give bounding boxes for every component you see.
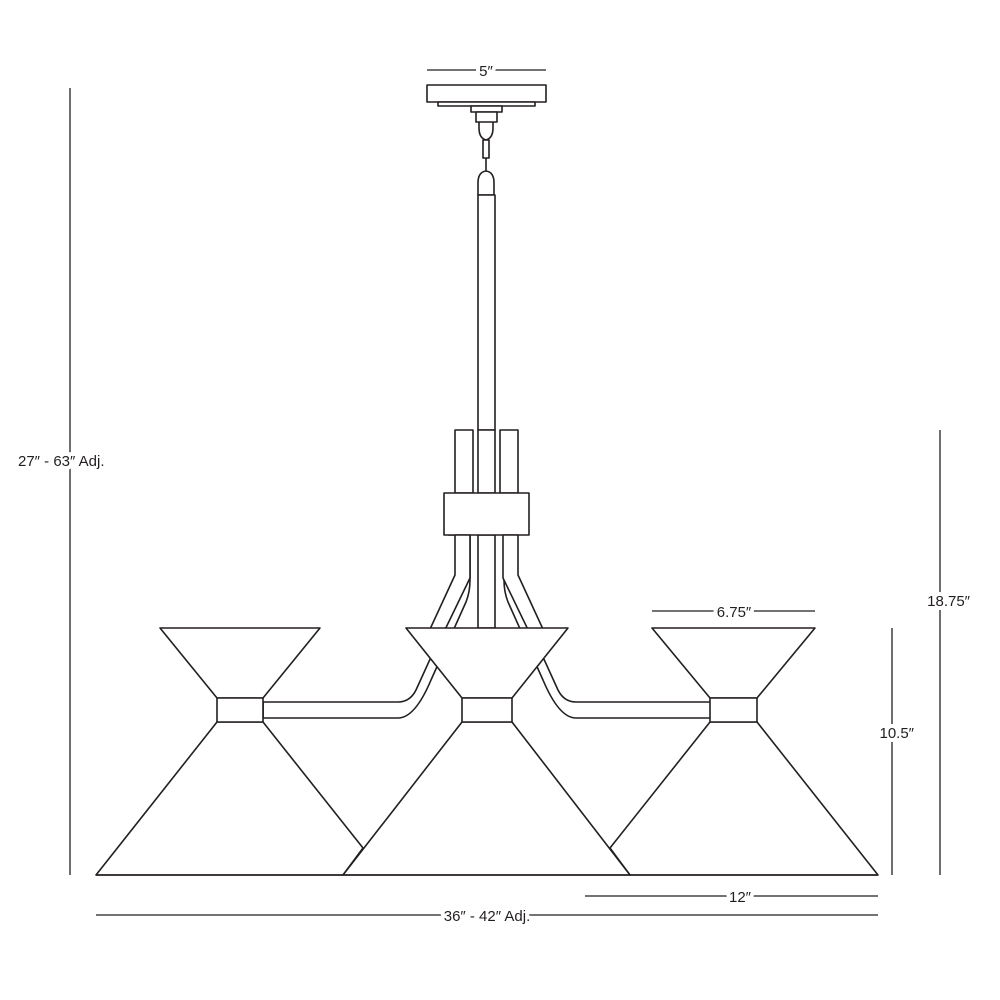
- label-shade-height: 10.5″: [879, 725, 914, 742]
- label-overall-height: 27″ - 63″ Adj.: [18, 453, 105, 470]
- left-shade: [95, 627, 364, 876]
- label-shade-bottom-width: 12″: [729, 889, 752, 906]
- label-overall-width: 36″ - 42″ Adj.: [444, 908, 531, 925]
- center-shade: [342, 627, 631, 876]
- label-shade-width: 6.75″: [717, 604, 752, 621]
- stem-band: [443, 492, 530, 536]
- right-shade: [609, 627, 879, 876]
- dimension-lines: [69, 69, 941, 916]
- label-canopy-width: 5″: [479, 63, 493, 80]
- canopy: [426, 84, 547, 196]
- label-fixture-height: 18.75″: [927, 593, 971, 610]
